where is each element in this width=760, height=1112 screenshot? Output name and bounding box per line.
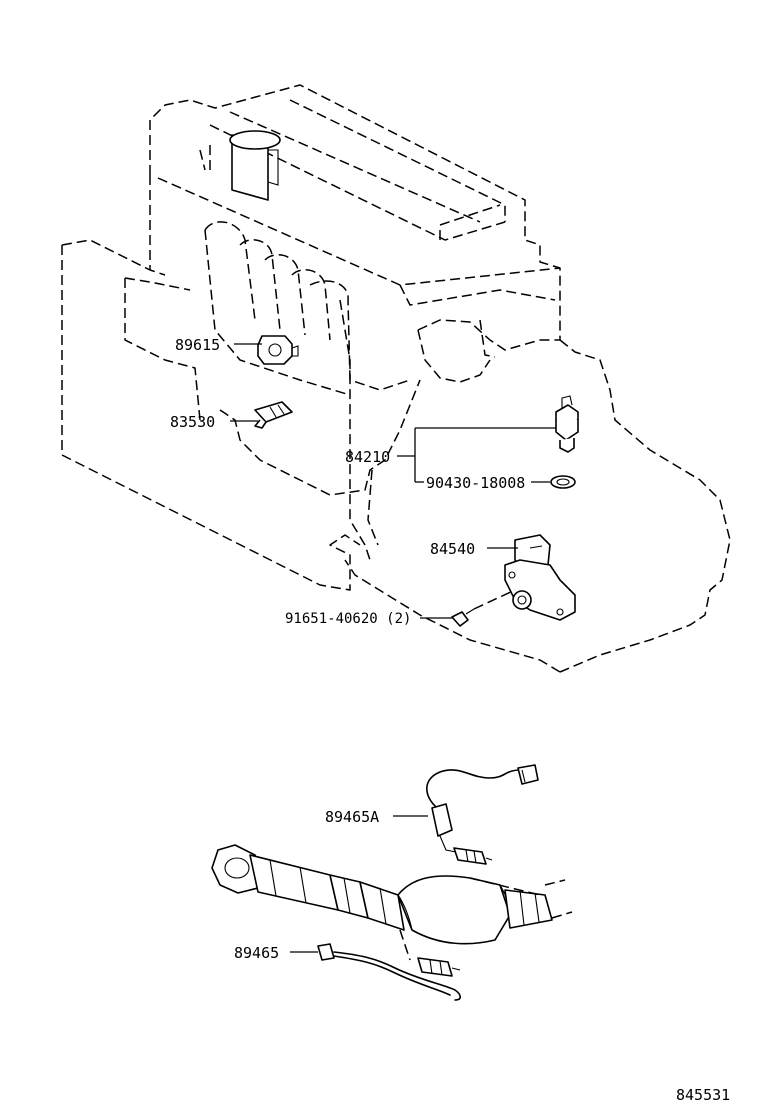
part-91651-40620-bolt[interactable] (451, 589, 516, 627)
label-90430-18008: 90430-18008 (426, 474, 525, 492)
label-84540: 84540 (430, 540, 475, 558)
part-83530-oil-pressure-switch[interactable] (254, 401, 293, 429)
figure-id: 845531 (676, 1086, 730, 1104)
part-84540-switch[interactable] (504, 534, 576, 621)
part-90430-18008-gasket[interactable] (550, 475, 576, 489)
label-84210: 84210 (345, 448, 390, 466)
part-89615-knock-sensor[interactable] (257, 335, 299, 365)
oil-filler-cap (229, 130, 281, 201)
label-83530: 83530 (170, 413, 215, 431)
part-89465A-oxygen-sensor[interactable] (426, 764, 539, 865)
part-89465-oxygen-sensor[interactable] (317, 929, 462, 1001)
label-89465A: 89465A (325, 808, 379, 826)
exhaust-manifold (204, 221, 411, 396)
part-84210-sensor[interactable] (555, 395, 579, 453)
exhaust-pipe (211, 844, 573, 945)
leader-lines (230, 343, 556, 953)
label-89465: 89465 (234, 944, 279, 962)
label-91651-40620: 91651-40620 (2) (285, 611, 411, 627)
label-89615: 89615 (175, 336, 220, 354)
engine-outline (61, 84, 731, 673)
